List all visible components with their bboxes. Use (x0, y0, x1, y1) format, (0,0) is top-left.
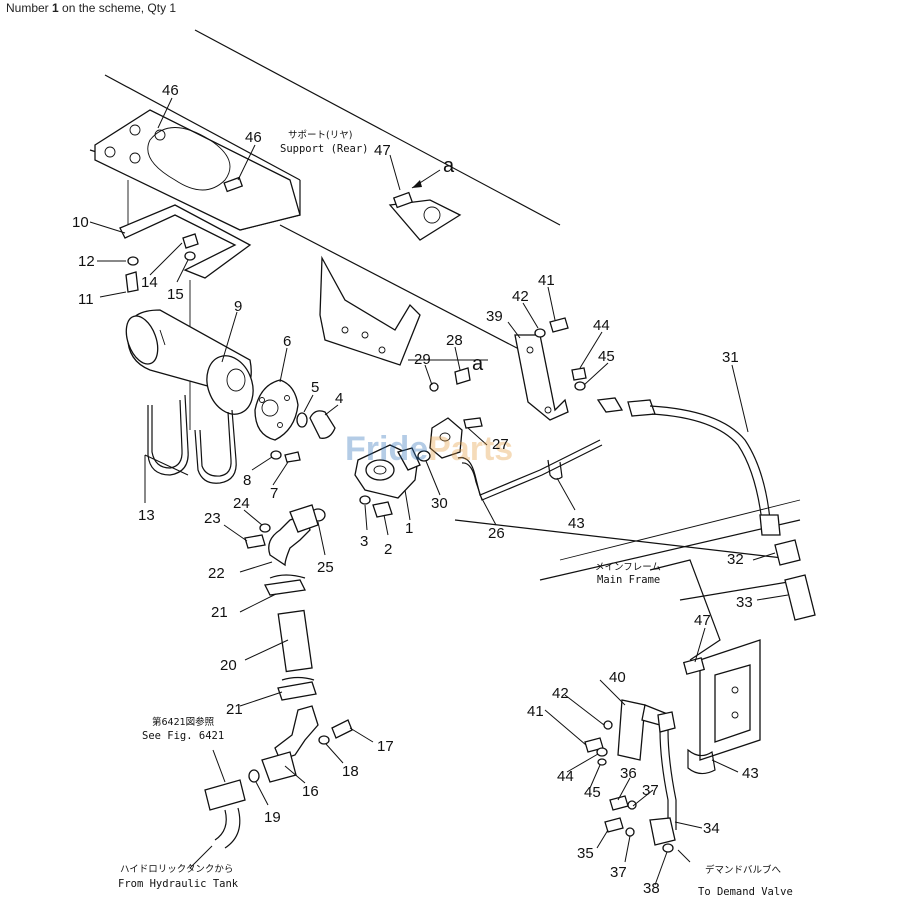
callout-label: 32 (727, 551, 744, 568)
demand-line (584, 711, 677, 853)
demand-note-en: To Demand Valve (698, 886, 793, 898)
see-fig-note-jp: 第6421図参照 (152, 716, 215, 728)
demand-note-jp: デマンドバルブへ (705, 864, 782, 876)
caption: Number 1 on the scheme, Qty 1 (6, 0, 176, 16)
filter-cylinder (125, 309, 254, 415)
callout-label: 33 (736, 594, 753, 611)
main-frame-lower (454, 499, 801, 775)
callout-label: 30 (431, 495, 448, 512)
u-bolts (147, 394, 237, 484)
callout-label: 10 (72, 214, 89, 231)
callout-label: 27 (492, 436, 509, 453)
callout-label: 22 (208, 565, 225, 582)
callout-label: 11 (78, 291, 94, 308)
leader-lines (89, 97, 789, 886)
callout-label: 43 (742, 765, 759, 782)
callout-label: 21 (211, 604, 228, 621)
pump-assembly (244, 317, 656, 567)
callout-label: 3 (360, 533, 368, 550)
callout-label: 14 (141, 274, 158, 291)
from-tank-note-jp: ハイドロリックタンクから (120, 864, 233, 875)
callout-label: 7 (270, 485, 278, 502)
watermark-text: FrideParts (345, 430, 513, 468)
callout-label: 42 (552, 685, 569, 702)
callout-label: 29 (414, 351, 431, 368)
callout-label: 5 (311, 379, 319, 396)
callout-label: 18 (342, 763, 359, 780)
callout-label: 24 (233, 495, 250, 512)
callout-label: 17 (377, 738, 394, 755)
callout-label: 9 (234, 298, 242, 315)
see-fig-note-en: See Fig. 6421 (142, 730, 224, 742)
callout-label: 19 (264, 809, 281, 826)
callout-label: 45 (584, 784, 601, 801)
callout-label: 45 (598, 348, 615, 365)
callout-label: 15 (167, 286, 184, 303)
arrow-a-label: a (472, 353, 484, 375)
support-note-jp: サポート(リヤ) (288, 130, 352, 141)
callout-label: 41 (527, 703, 544, 720)
callout-label: 41 (538, 272, 555, 289)
suction-line (204, 574, 353, 849)
main-frame-note-jp: メインフレーム (595, 562, 661, 573)
callout-label: 47 (374, 142, 391, 159)
caption-prefix: Number (6, 1, 53, 15)
callout-label: 13 (138, 507, 155, 524)
callout-label: 21 (226, 701, 243, 718)
callout-label: 38 (643, 880, 660, 897)
callout-label: 37 (642, 782, 659, 799)
callout-label: 4 (335, 390, 343, 407)
watermark: FrideParts (345, 430, 513, 468)
hose (649, 405, 816, 621)
callout-label: 46 (245, 129, 262, 146)
caption-suffix: on the scheme, Qty 1 (58, 1, 177, 15)
callout-label: 40 (609, 669, 626, 686)
callout-label: 16 (302, 783, 319, 800)
main-frame-note-en: Main Frame (597, 574, 660, 586)
callout-label: 25 (317, 559, 334, 576)
callout-label: 37 (610, 864, 627, 881)
callout-label: 36 (620, 765, 637, 782)
callout-label: 44 (557, 768, 574, 785)
callout-label: 39 (486, 308, 503, 325)
callout-label: 46 (162, 82, 179, 99)
support-note-en: Support (Rear) (280, 143, 369, 155)
callout-label: 35 (577, 845, 594, 862)
callout-label: 43 (568, 515, 585, 532)
callout-label: 42 (512, 288, 529, 305)
callout-label: 31 (722, 349, 739, 366)
caption-number: 1 (52, 1, 59, 15)
callout-label: 47 (694, 612, 711, 629)
callout-label: 20 (220, 657, 237, 674)
callout-label: 23 (204, 510, 221, 527)
notes: サポート(リヤ) Support (Rear) メインフレーム Main Fra… (118, 130, 793, 898)
callout-label: 28 (446, 332, 463, 349)
callout-label: 6 (283, 333, 291, 350)
from-tank-note-en: From Hydraulic Tank (118, 878, 239, 890)
watermark-part2: Parts (428, 430, 513, 468)
callout-label: 34 (703, 820, 720, 837)
callout-label: 12 (78, 253, 95, 270)
callout-numbers: 46 46 47 10 12 14 15 11 9 6 5 4 8 7 13 2… (72, 82, 759, 897)
callout-label: 26 (488, 525, 505, 542)
arrow-a-label: a (443, 155, 455, 177)
callout-label: 8 (243, 472, 251, 489)
watermark-part1: Fride (345, 430, 428, 468)
callout-label: 2 (384, 541, 392, 558)
bracket-hardware (125, 233, 471, 392)
frame-beam (89, 29, 561, 430)
callout-label: 1 (405, 520, 413, 537)
callout-label: 44 (593, 317, 610, 334)
